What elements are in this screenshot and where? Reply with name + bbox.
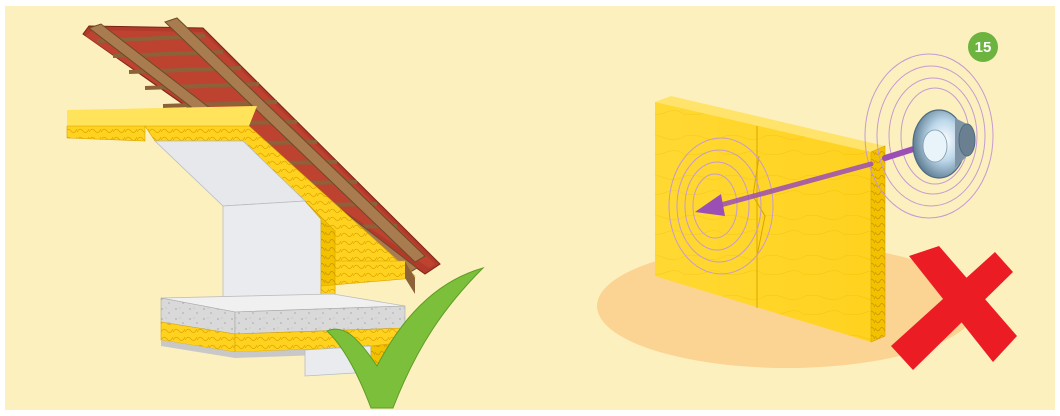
page-number-badge: 15 [968, 32, 998, 62]
knee-wall-board [223, 201, 321, 306]
ceiling-insulation-front [67, 126, 145, 141]
roof-insulation-example [67, 18, 440, 376]
insulation-illustration [5, 6, 1055, 410]
ceiling-insulation-top [67, 106, 257, 126]
check-mark-icon [327, 268, 483, 408]
illustration-panel: 15 [5, 6, 1055, 410]
speaker-icon [913, 110, 975, 178]
